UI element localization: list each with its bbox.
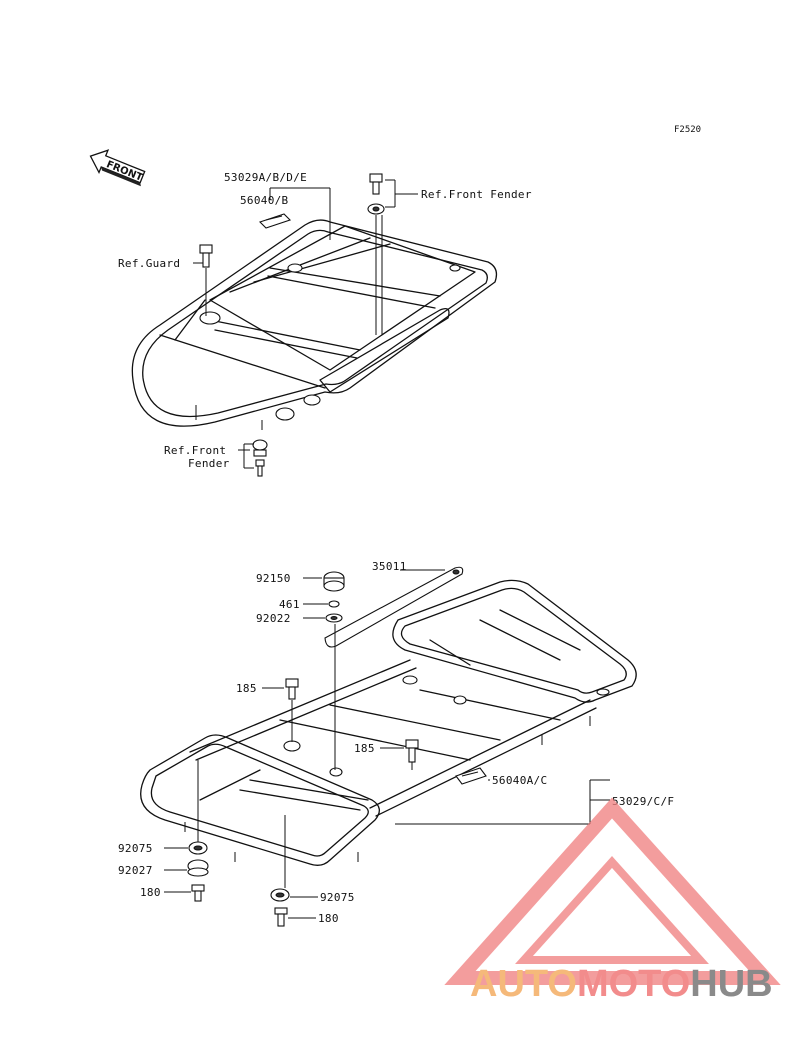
front-arrow-icon: FRONT <box>89 149 146 187</box>
callout-bolt-180-left: 180 <box>140 886 161 899</box>
callout-carrier-rear: 53029/C/F <box>612 795 674 808</box>
label-sticker-rear <box>455 767 487 785</box>
figure-code: F2520 <box>674 125 701 135</box>
callout-ref-front-fender-bottom-2: Fender <box>188 457 230 470</box>
watermark-moto: MOTO <box>577 963 690 1005</box>
watermark-auto: AUTO <box>470 963 577 1005</box>
callout-label-rear: 56040A/C <box>492 774 547 787</box>
bolt-top-right <box>367 173 385 215</box>
upper-leader-lines <box>193 179 418 469</box>
callout-nut-461: 461 <box>279 598 300 611</box>
callout-label-front: 56040/B <box>240 194 289 207</box>
callout-ref-guard: Ref.Guard <box>118 257 180 270</box>
callout-bar: 35011 <box>372 560 407 573</box>
bar-35011 <box>324 566 464 648</box>
watermark-hub: HUB <box>690 963 772 1005</box>
front-carrier-drawing <box>131 219 498 430</box>
callout-washer: 92022 <box>256 612 291 625</box>
watermark-logo <box>444 797 781 985</box>
callout-ref-front-fender-top: Ref.Front Fender <box>421 188 532 201</box>
bolt-ref-guard <box>199 244 213 268</box>
cap-stack <box>323 571 345 623</box>
bottom-fasteners-front <box>252 439 268 477</box>
watermark-text: AUTOMOTOHUB <box>470 963 773 1005</box>
callout-collar: 92027 <box>118 864 153 877</box>
bottom-left-fasteners <box>187 841 209 902</box>
bolt-185-right <box>405 739 419 763</box>
callout-damper-right: 92075 <box>320 891 355 904</box>
callout-bolt-right: 185 <box>354 742 375 755</box>
callout-damper-left: 92075 <box>118 842 153 855</box>
callout-bolt-180-right: 180 <box>318 912 339 925</box>
bolt-185-left <box>285 678 299 700</box>
lower-leader-lines <box>164 569 610 919</box>
callout-cap: 92150 <box>256 572 291 585</box>
callout-carrier-front: 53029A/B/D/E <box>224 171 307 184</box>
bottom-right-fasteners <box>270 888 290 927</box>
callout-ref-front-fender-bottom-1: Ref.Front <box>164 444 226 457</box>
label-sticker-front <box>258 213 292 229</box>
rear-carrier-drawing <box>140 579 637 866</box>
callout-bolt-left: 185 <box>236 682 257 695</box>
